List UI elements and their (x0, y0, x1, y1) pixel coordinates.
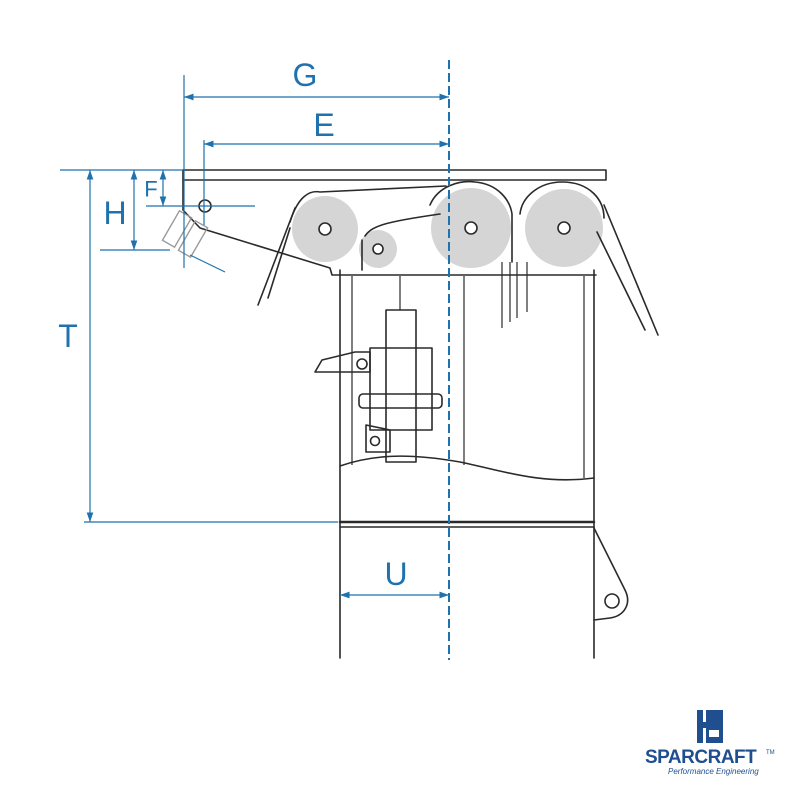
sparcraft-tagline: Performance Engineering (668, 767, 759, 776)
sparcraft-logo: SPARCRAFT TM Performance Engineering (645, 710, 775, 776)
dimension-lines: G E F H T U (58, 57, 449, 599)
sparcraft-wordmark: SPARCRAFT (645, 747, 757, 768)
sparcraft-logo-mark (697, 710, 723, 743)
lower-tang (593, 527, 629, 621)
dimension-u-label: U (384, 556, 407, 592)
sheaves (257, 180, 659, 336)
dimension-t-label: T (58, 318, 78, 354)
dimension-f-label: F (144, 177, 157, 202)
mast-body (338, 262, 596, 659)
internal-mechanism (314, 309, 443, 463)
dimension-e-label: E (313, 107, 334, 143)
sparcraft-trademark: TM (766, 750, 775, 756)
dimension-h-label: H (103, 195, 126, 231)
dimension-g-label: G (293, 57, 318, 93)
